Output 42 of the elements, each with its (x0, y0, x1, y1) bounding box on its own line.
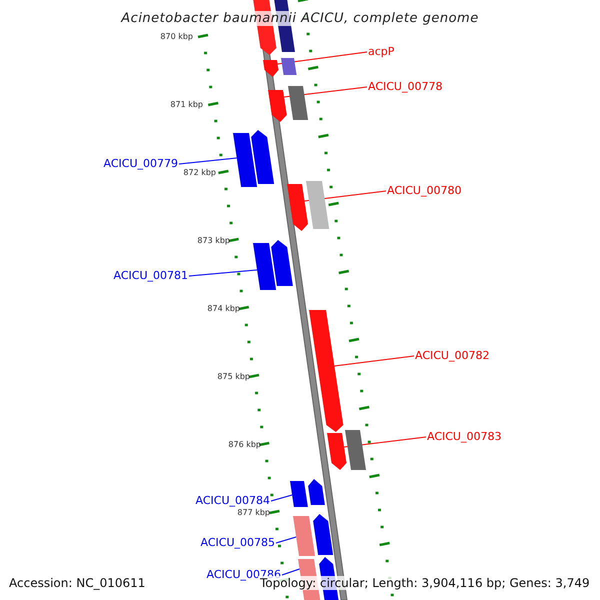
gene-bar (306, 181, 330, 229)
leader-line (188, 270, 258, 276)
gene-bar (290, 481, 308, 507)
scale-label: 874 kbp (207, 305, 240, 313)
leader-line (276, 536, 297, 544)
gene-bar (313, 514, 334, 555)
gene-bar (327, 433, 346, 470)
gene-bar (345, 430, 366, 470)
gene-label: ACICU_00781 (114, 270, 188, 281)
scale-label: 875 kbp (217, 373, 250, 381)
gene-label: ACICU_00779 (104, 158, 178, 169)
leader-line (282, 568, 300, 576)
gene-bar (281, 58, 297, 75)
gene-bar (253, 243, 276, 290)
leader-line (178, 158, 238, 164)
gene-label: ACICU_00782 (415, 350, 490, 361)
gene-bar (263, 60, 278, 77)
footer-text: Accession: NC_010611 (7, 576, 148, 590)
gene-label: ACICU_00783 (427, 431, 502, 442)
gene-label: ACICU_00778 (368, 81, 442, 92)
gene-bar (268, 90, 287, 122)
gene-bar (293, 516, 315, 556)
gene-label: ACICU_00784 (196, 495, 270, 506)
scale-label: 871 kbp (170, 101, 203, 109)
gene-bar (233, 133, 258, 187)
gene-label: ACICU_00780 (387, 185, 462, 196)
gene-bar (309, 310, 344, 432)
scale-label: 873 kbp (197, 237, 230, 245)
scale-label: 872 kbp (183, 169, 216, 177)
gene-bar (288, 86, 308, 120)
leader-line (277, 52, 368, 64)
gene-bar (308, 479, 325, 505)
gene-bar (271, 240, 293, 286)
gene-bar (251, 130, 274, 184)
scale-label: 877 kbp (237, 509, 270, 517)
gene-label: acpP (368, 46, 394, 57)
leader-line (270, 494, 293, 502)
gene-label: ACICU_00785 (200, 537, 275, 548)
scale-label: 876 kbp (228, 441, 261, 449)
leader-line (334, 356, 414, 366)
gene-bar (287, 184, 308, 231)
scale-label: 870 kbp (160, 33, 193, 41)
